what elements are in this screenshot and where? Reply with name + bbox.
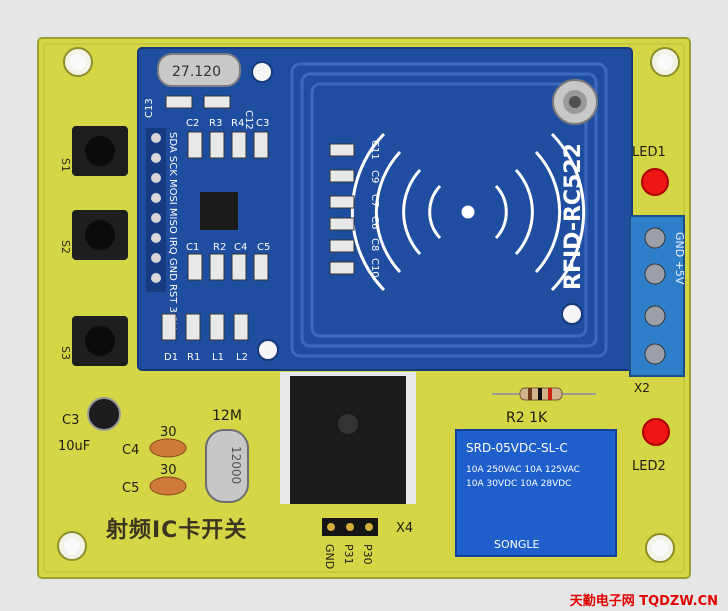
pin-label: GND — [323, 544, 336, 569]
switch-label: S2 — [59, 240, 72, 254]
smd-c12-c13 — [165, 95, 231, 109]
label-d1: D1 — [164, 352, 178, 363]
switch-label: S1 — [59, 158, 72, 172]
label-c2: C2 — [186, 118, 199, 129]
led-2: LED2 — [632, 418, 670, 474]
electrolytic-cap: 10uF C3 — [58, 397, 121, 454]
relay-brand: SONGLE — [494, 538, 540, 551]
terminal-block: GND +5V X2 — [629, 215, 686, 395]
mount-hole — [650, 47, 680, 77]
mount-hole — [57, 531, 87, 561]
switch-label: S3 — [59, 346, 72, 360]
rfid-module: RFID-RC522 27.120 SDA SCK MOSI MISO I — [137, 47, 633, 371]
resistor-label: R2 1K — [506, 410, 548, 426]
rc522-chip — [200, 192, 238, 230]
watermark: 天勤电子网 TQDZW.CN — [569, 594, 718, 609]
label-r4: R4 — [231, 118, 244, 129]
terminal-label: GND +5V — [673, 232, 686, 285]
mount-hole — [645, 533, 675, 563]
tact-switch-3: S3 — [59, 316, 128, 366]
cap-c4: 30 C4 — [122, 425, 187, 458]
wifi-icon — [350, 132, 586, 292]
smd-right-caps — [329, 143, 355, 275]
label-c4: C4 — [234, 242, 247, 253]
cap-c5: 30 C5 — [122, 463, 187, 496]
smd-row-top — [187, 131, 269, 159]
crystal-label: 12M — [212, 408, 242, 424]
x2-label: X2 — [634, 381, 650, 395]
c3-label: C3 — [62, 413, 79, 428]
cap-value: 10uF — [58, 439, 90, 454]
label-c5: C5 — [257, 242, 270, 253]
smd-row-bot — [161, 313, 249, 341]
crystal-marking: 27.120 — [172, 64, 221, 80]
label-c6: C6 — [369, 216, 380, 229]
label-l1: L1 — [212, 352, 224, 363]
x4-label: X4 — [396, 521, 413, 536]
header-pin-labels: SDA SCK MOSI MISO IRQ GND RST 3.3V — [167, 132, 178, 329]
label-c10: C10 — [369, 258, 380, 278]
pin-header: SDA SCK MOSI MISO IRQ GND RST 3.3V — [146, 128, 178, 329]
mount-hole — [63, 47, 93, 77]
crystal-marking: 12000 — [229, 446, 243, 484]
cap-value: 30 — [160, 463, 177, 478]
relay: SRD-05VDC-SL-C 10A 250VAC 10A 125VAC 10A… — [455, 429, 617, 557]
relay-rating: 10A 30VDC 10A 28VDC — [466, 479, 571, 489]
led-label: LED2 — [632, 459, 666, 474]
label-c11: C11 — [369, 140, 380, 160]
label-c13: C13 — [144, 98, 155, 118]
dip-ic — [280, 372, 416, 504]
label-r3: R3 — [209, 118, 222, 129]
relay-rating: 10A 250VAC 10A 125VAC — [466, 465, 580, 475]
board-title: 射频IC卡开关 — [106, 518, 248, 543]
pin-label: P31 — [342, 544, 355, 565]
label-c12: C12 — [243, 110, 254, 130]
pin-label: P30 — [361, 544, 374, 565]
jumper-header: X4 GND P31 P30 — [322, 518, 413, 569]
label-c9: C9 — [369, 170, 380, 183]
label-r1: R1 — [187, 352, 200, 363]
label-l2: L2 — [236, 352, 248, 363]
label-c1: C1 — [186, 242, 199, 253]
module-name: RFID-RC522 — [561, 143, 586, 290]
tact-switch-2: S2 — [59, 210, 128, 260]
cap-label: C5 — [122, 481, 139, 496]
resistor-r2: R2 1K — [492, 387, 596, 426]
tact-switch-1: S1 — [59, 126, 128, 176]
relay-model: SRD-05VDC-SL-C — [466, 441, 568, 455]
cap-label: C4 — [122, 443, 139, 458]
crystal-27mhz: 27.120 — [157, 53, 241, 87]
label-r2: R2 — [213, 242, 226, 253]
led-label: LED1 — [632, 145, 666, 160]
label-c8: C8 — [369, 238, 380, 251]
label-c3: C3 — [256, 118, 269, 129]
smd-row-mid — [187, 253, 269, 281]
crystal-12m: 12000 12M — [205, 408, 249, 503]
led-1: LED1 — [632, 145, 669, 196]
label-c7: C7 — [369, 194, 380, 207]
cap-value: 30 — [160, 425, 177, 440]
screw — [552, 79, 598, 125]
